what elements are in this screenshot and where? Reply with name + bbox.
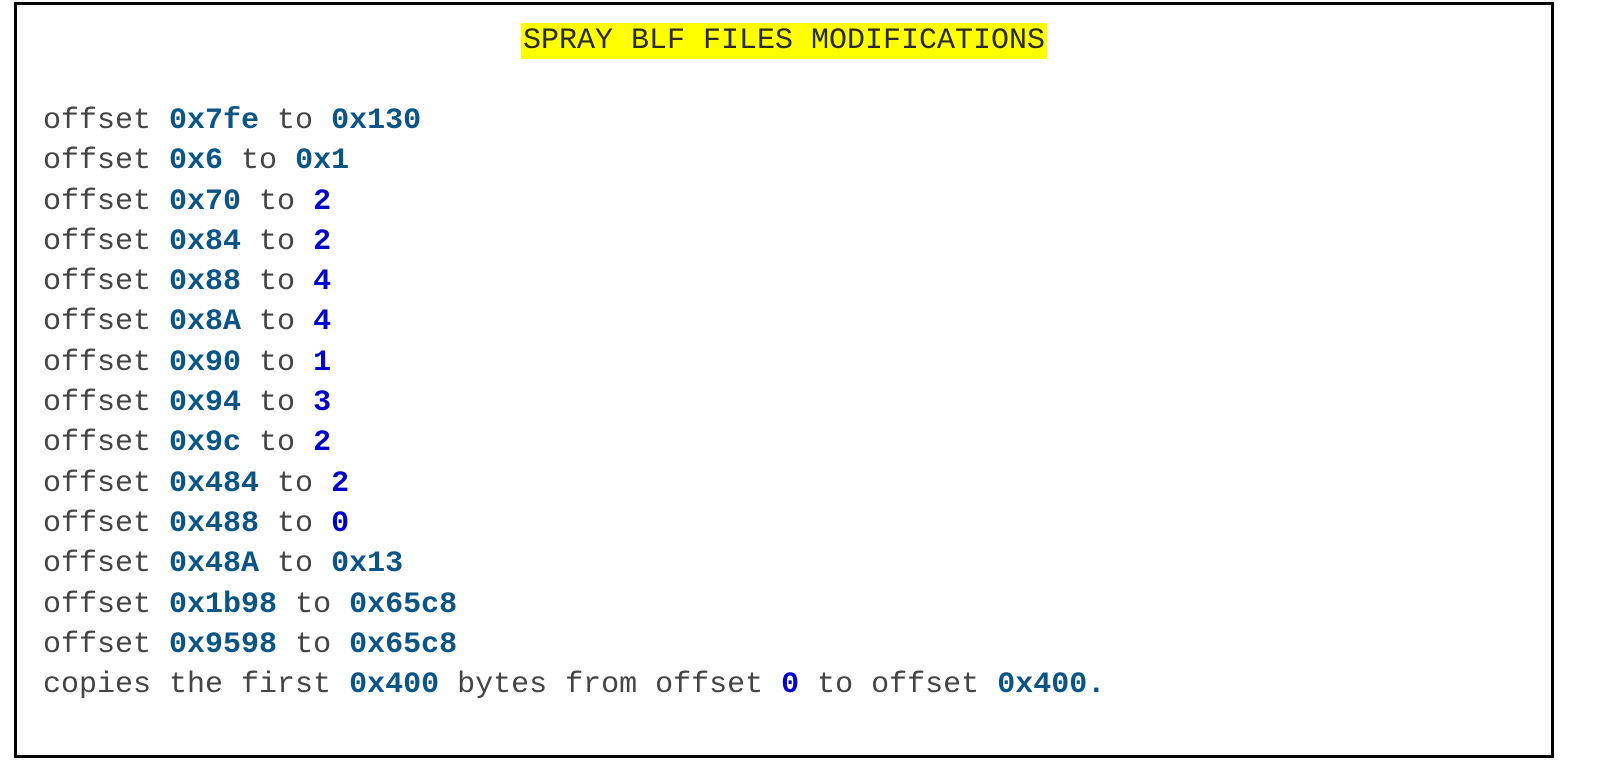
line-text: to (241, 224, 314, 259)
hex-value: 0x88 (169, 265, 242, 300)
hex-value: 0x13 (331, 547, 404, 582)
decimal-value: 4 (313, 305, 332, 340)
hex-value: 0x130 (331, 104, 422, 138)
line-text: to (241, 305, 314, 340)
line-text: to (259, 466, 332, 501)
modification-line: offset 0x88 to 4 (43, 262, 1105, 302)
line-text: copies the first (43, 668, 350, 703)
modification-line: offset 0x70 to 2 (43, 182, 1105, 222)
hex-value: 0x65c8 (349, 627, 458, 662)
line-text: to (259, 547, 332, 582)
line-text: to (241, 184, 314, 219)
decimal-value: 2 (313, 224, 332, 259)
line-text: offset (43, 104, 170, 138)
modification-line: offset 0x90 to 1 (43, 343, 1105, 383)
hex-value: 0x488 (169, 506, 260, 541)
line-text: offset (43, 506, 170, 541)
hex-value: . (1087, 668, 1106, 703)
decimal-value: 1 (313, 345, 332, 380)
line-text: to (259, 104, 332, 138)
hex-value: 0x94 (169, 386, 242, 421)
hex-value: 0x484 (169, 466, 260, 501)
hex-value: 0x65c8 (349, 587, 458, 622)
hex-value: 0x9c (169, 426, 242, 461)
modifications-panel: SPRAY BLF FILES MODIFICATIONS offset 0x7… (14, 2, 1554, 758)
hex-value: 0x48A (169, 547, 260, 582)
line-text: offset (43, 224, 170, 259)
line-text: offset (43, 184, 170, 219)
line-text: offset (43, 305, 170, 340)
line-text: to (241, 426, 314, 461)
page-title: SPRAY BLF FILES MODIFICATIONS (520, 23, 1048, 59)
modification-line: offset 0x7fe to 0x130 (43, 101, 1105, 141)
line-text: offset (43, 426, 170, 461)
modification-line: offset 0x8A to 4 (43, 302, 1105, 342)
hex-value: 0x84 (169, 224, 242, 259)
modification-line: offset 0x9598 to 0x65c8 (43, 625, 1105, 665)
hex-value: 0x400 (349, 668, 440, 703)
line-text: to offset (799, 668, 998, 703)
line-text: offset (43, 587, 170, 622)
hex-value: 0x70 (169, 184, 242, 219)
hex-value: 0x1b98 (169, 587, 278, 622)
line-text: offset (43, 627, 170, 662)
modification-line: copies the first 0x400 bytes from offset… (43, 665, 1105, 705)
line-text: to (241, 265, 314, 300)
line-text: offset (43, 466, 170, 501)
line-text: offset (43, 547, 170, 582)
line-text: to (241, 386, 314, 421)
line-text: offset (43, 386, 170, 421)
decimal-value: 0 (331, 506, 350, 541)
title-wrapper: SPRAY BLF FILES MODIFICATIONS (17, 23, 1551, 59)
modification-line: offset 0x484 to 2 (43, 464, 1105, 504)
line-text: to (223, 144, 296, 179)
decimal-value: 4 (313, 265, 332, 300)
line-text: offset (43, 144, 170, 179)
decimal-value: 2 (313, 184, 332, 219)
modification-line: offset 0x84 to 2 (43, 222, 1105, 262)
hex-value: 0x400 (997, 668, 1088, 703)
line-text: to (277, 627, 350, 662)
hex-value: 0x7fe (169, 104, 260, 138)
modification-line: offset 0x9c to 2 (43, 423, 1105, 463)
line-text: to (241, 345, 314, 380)
decimal-value: 3 (313, 386, 332, 421)
line-text: offset (43, 265, 170, 300)
hex-value: 0x1 (295, 144, 350, 179)
hex-value: 0x9598 (169, 627, 278, 662)
decimal-value: 2 (313, 426, 332, 461)
hex-value: 0x90 (169, 345, 242, 380)
hex-value: 0x6 (169, 144, 224, 179)
line-text: offset (43, 345, 170, 380)
line-text: to (259, 506, 332, 541)
line-text: bytes from offset (439, 668, 782, 703)
modification-line: offset 0x48A to 0x13 (43, 544, 1105, 584)
hex-value: 0x8A (169, 305, 242, 340)
modification-line: offset 0x94 to 3 (43, 383, 1105, 423)
modification-line: offset 0x488 to 0 (43, 504, 1105, 544)
modification-line: offset 0x6 to 0x1 (43, 141, 1105, 181)
line-text: to (277, 587, 350, 622)
decimal-value: 0 (781, 668, 800, 703)
decimal-value: 2 (331, 466, 350, 501)
modification-line: offset 0x1b98 to 0x65c8 (43, 585, 1105, 625)
